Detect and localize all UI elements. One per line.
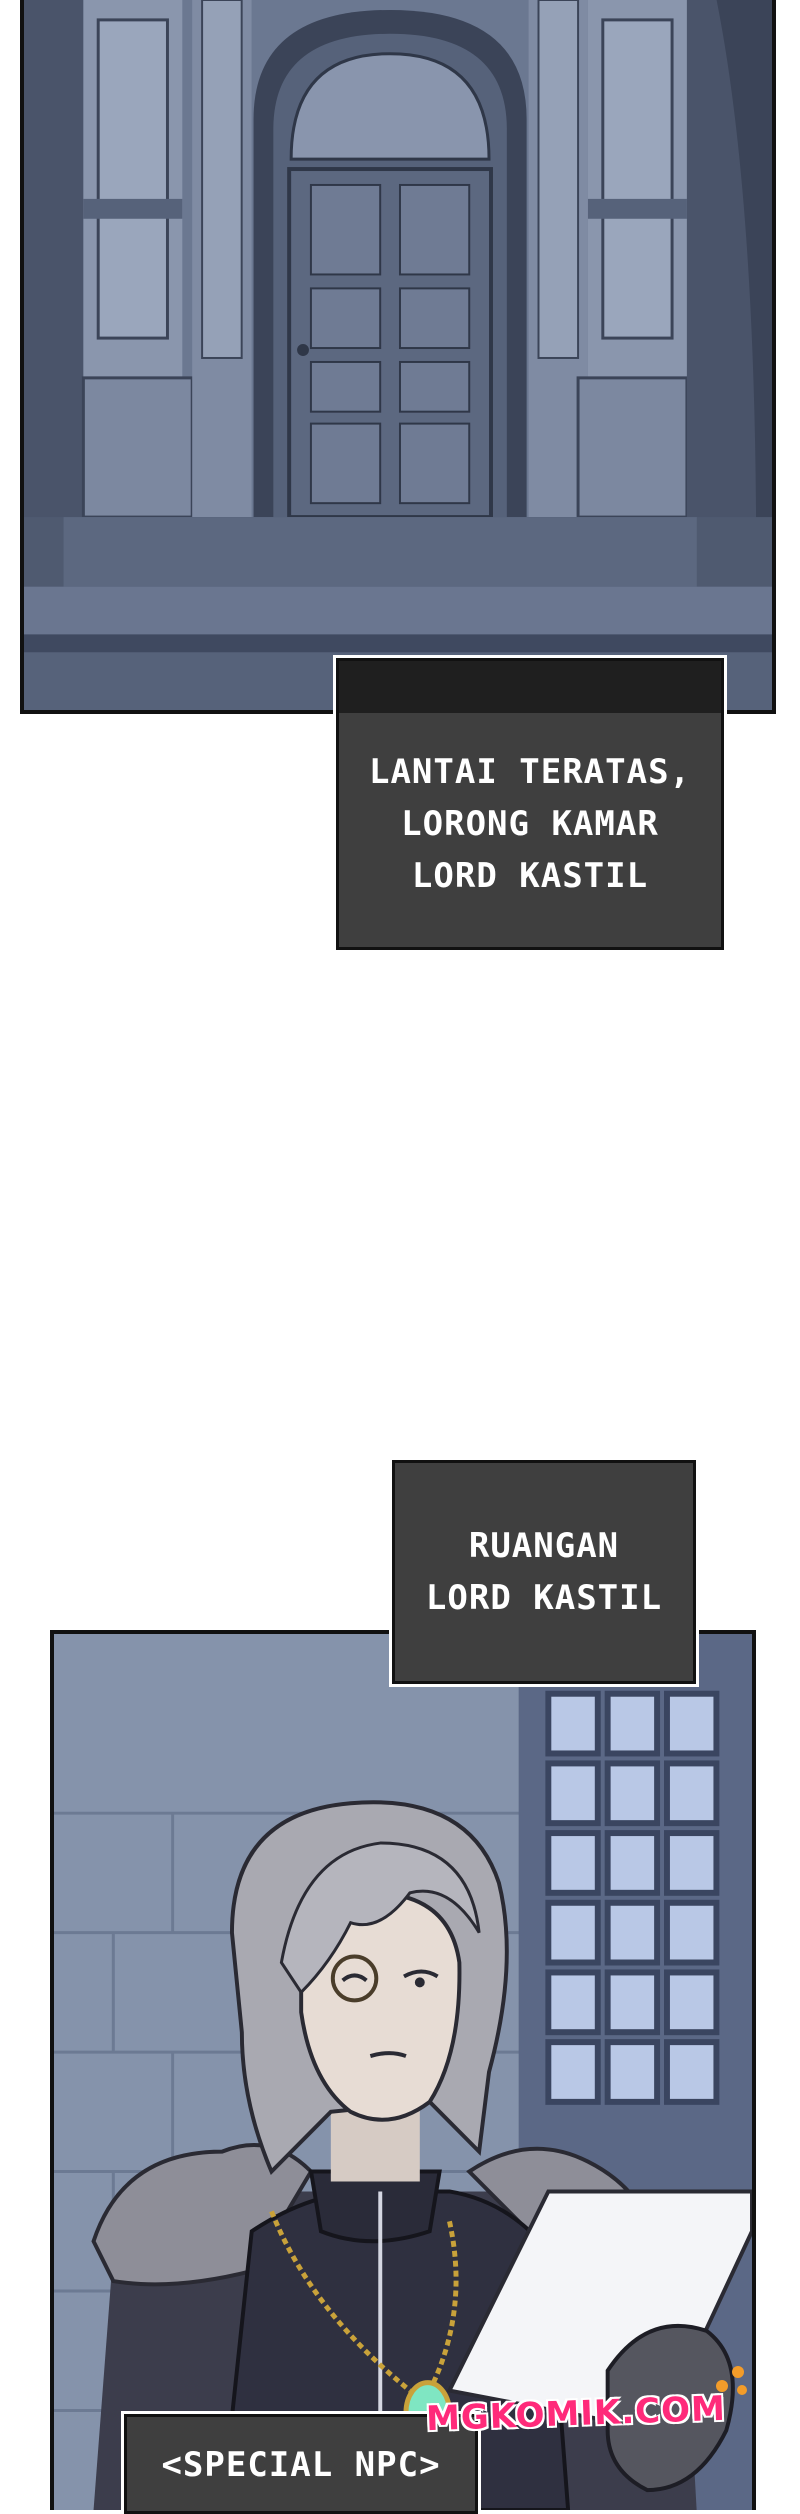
caption-top-floor: LANTAI TERATAS, LORONG KAMAR LORD KASTIL [336,658,724,950]
watermark-dots-icon [716,2366,747,2395]
hallway-panel [20,0,776,714]
caption-room-line-1: RUANGAN [468,1526,620,1566]
caption-top-floor-line-3: LORD KASTIL [411,856,649,896]
caption-top-floor-line-2: LORONG KAMAR [401,804,659,844]
caption-top-floor-line-1: LANTAI TERATAS, [368,752,692,792]
lord-illustration [54,1634,752,2510]
caption-room: RUANGAN LORD KASTIL [392,1460,696,1684]
lord-room-panel [50,1630,756,2510]
caption-room-line-2: LORD KASTIL [425,1578,663,1618]
caption-npc-tag: <SPECIAL NPC> [124,2414,478,2514]
hallway-illustration [24,0,772,710]
caption-npc-tag-line-1: <SPECIAL NPC> [161,2445,441,2485]
